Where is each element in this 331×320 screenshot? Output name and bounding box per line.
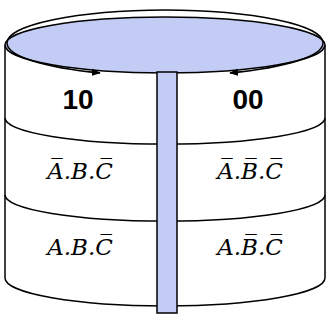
table-cell: A.B̅.C̅ [217, 234, 283, 262]
table-cell: A̅.B.C̅ [47, 158, 113, 186]
table-cell: A.B.C̅ [47, 234, 113, 262]
wrap-arrow [7, 10, 165, 73]
cylinder-wall [324, 45, 326, 278]
adjacency-bar [157, 72, 177, 313]
table-cell: A̅.B̅.C̅ [217, 158, 283, 186]
column-code: 00 [232, 83, 263, 117]
cylinder-top [5, 17, 325, 73]
wrap-arrow [165, 10, 323, 73]
column-code: 10 [62, 83, 93, 117]
cylinder-wall [4, 45, 6, 278]
